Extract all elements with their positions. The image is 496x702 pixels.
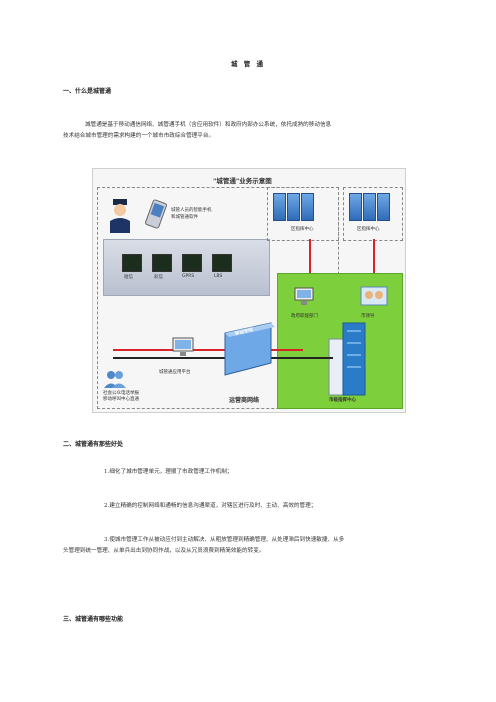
computer-icon: [294, 287, 314, 305]
sms-module: [122, 254, 142, 272]
building-icon: [328, 322, 366, 396]
benefit-item-2: 2.建立精确的控制网络和通畅的信息沟通渠道，对辖区进行及时、主动、高效的管理；: [104, 503, 317, 509]
district-center-2-label: 区指挥中心: [357, 227, 380, 232]
mobile-services-panel: 短信 彩信 GPRS LBS: [103, 239, 270, 296]
section-1-heading: 一、什么是城管通: [63, 88, 112, 95]
pc-icon: [172, 337, 194, 356]
city-center-label: 市级指挥中心: [329, 398, 356, 403]
server-icon: [273, 193, 286, 221]
benefit-item-1: 1.细化了城市管理单元，理顺了市政管理工作机制；: [104, 469, 233, 475]
section-2-heading: 二、城管通有那些好处: [63, 441, 124, 448]
business-diagram: "城管通"业务示意图 城管人员的智能手机 和城管通软件 短信 彩信 GPRS L…: [92, 168, 406, 413]
leader-icon: [360, 286, 388, 306]
smartphone-icon: [145, 199, 167, 229]
district-center-1-box: [267, 187, 339, 241]
lbs-module: [212, 254, 232, 272]
operator-network-label: 运营商网络: [229, 397, 260, 404]
section-3-heading: 三、城管通有哪些功能: [63, 616, 124, 623]
gov-dept-label: 政府职能部门: [291, 314, 318, 319]
mms-module: [152, 254, 172, 272]
gateway-icon: [224, 322, 275, 376]
document-title: 城 管 通: [230, 60, 266, 68]
section-1-paragraph: 城管通是基于移动通信网络、城管通手机（含应用软件）和政府内部办公系统，依托成熟的…: [63, 122, 332, 139]
officer-icon: [110, 199, 130, 233]
black-link-horizontal: [113, 357, 333, 359]
district-center-1-label: 区指挥中心: [291, 227, 314, 232]
leader-label: 市领导: [361, 314, 375, 319]
red-link-horizontal: [113, 349, 303, 351]
app-platform-label: 城管通应用平台: [159, 370, 191, 375]
gprs-module: [182, 254, 202, 272]
diagram-title: "城管通"业务示意图: [213, 177, 272, 185]
phone-label: 城管人员的智能手机 和城管通软件: [171, 208, 212, 220]
benefit-item-3: 3.使城市管理工作从被动应付到主动解决、从粗放管理到精确管理、从处理滞后到快速敏…: [63, 537, 345, 554]
hotline-label: 社会公众电话举报 移动呼叫中心直通: [103, 391, 139, 402]
people-icon: [104, 371, 126, 388]
